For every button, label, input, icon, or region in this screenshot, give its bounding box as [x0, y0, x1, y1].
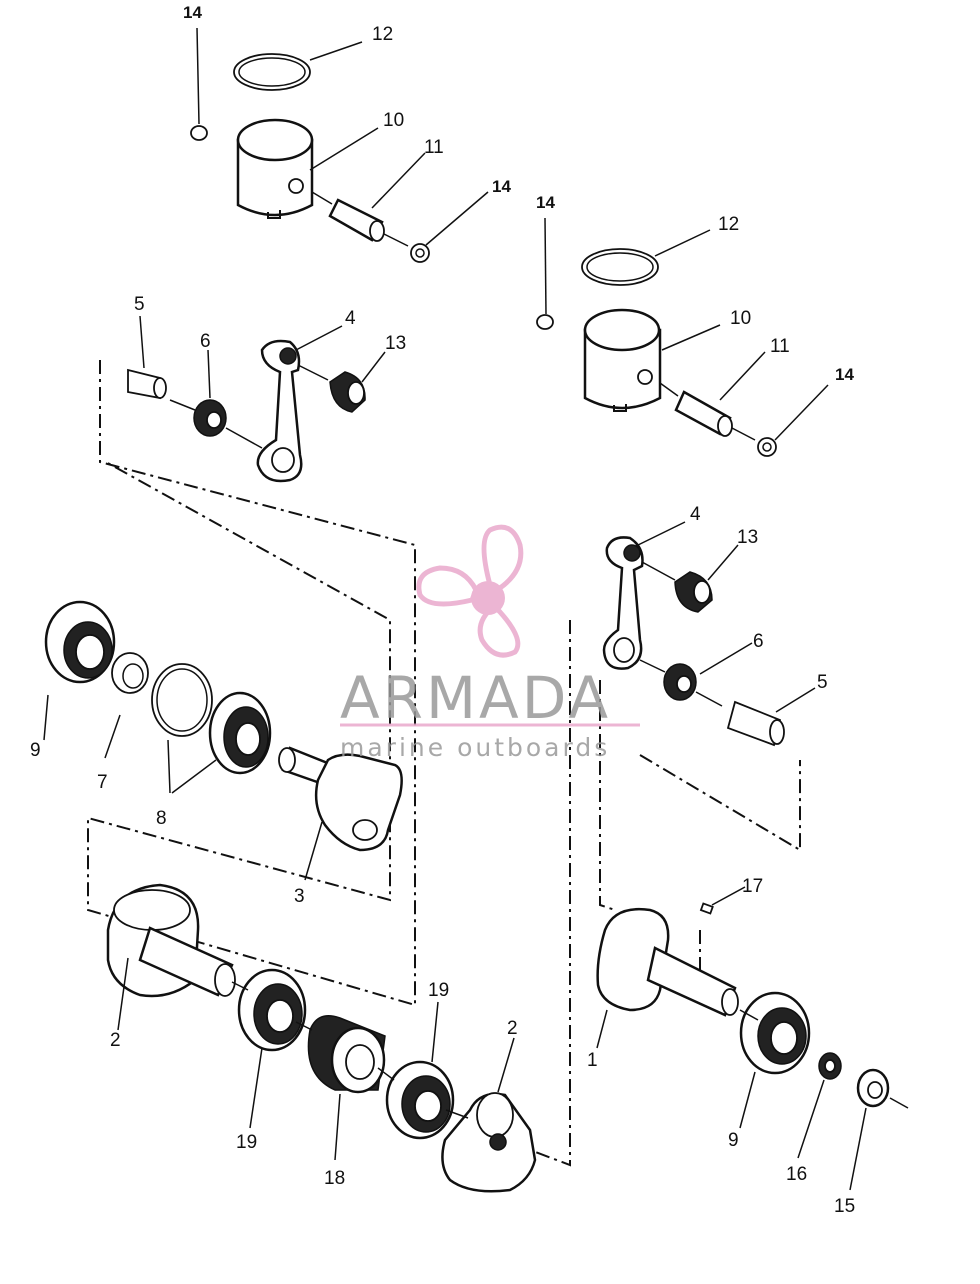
callout-5: 5	[817, 672, 828, 693]
needle-bearing-right	[639, 659, 723, 707]
piston-ring-right	[581, 248, 659, 286]
callout-7: 7	[97, 772, 108, 793]
callout-3: 3	[294, 886, 305, 907]
callout-6: 6	[200, 331, 211, 352]
guide-line	[231, 981, 249, 991]
callout-9: 9	[30, 740, 41, 761]
watermark: ARMADA marine outboards	[340, 524, 640, 762]
crank-half-2-left	[106, 883, 236, 998]
callout-14: 14	[183, 3, 202, 22]
callout-1: 1	[587, 1050, 598, 1071]
crank-half-2-right	[441, 1092, 537, 1193]
callout-16: 16	[786, 1164, 807, 1185]
ball-bearing-9-right	[739, 991, 811, 1075]
ball-bearing-9-left	[44, 600, 116, 684]
callout-19: 19	[236, 1132, 257, 1153]
circlip-upper-right	[410, 243, 430, 263]
callout-15: 15	[834, 1196, 855, 1217]
callout-numbers: 14 12 10 11 14 14 12 10 11 14 5 6 4 13 4…	[30, 3, 855, 1217]
callout-5: 5	[134, 294, 145, 315]
crank-half-1	[596, 907, 739, 1017]
callout-14: 14	[835, 365, 854, 384]
crank-half-3	[278, 746, 403, 852]
callout-2: 2	[507, 1018, 518, 1039]
circlip-right-left	[536, 314, 554, 330]
guide-line	[445, 1109, 469, 1119]
watermark-tagline: marine outboards	[340, 733, 610, 762]
guide-line	[225, 427, 263, 449]
key-17	[699, 902, 714, 915]
seal-7	[111, 652, 149, 694]
callout-11: 11	[424, 137, 444, 158]
connecting-rod-right	[602, 536, 644, 670]
callout-14: 14	[492, 177, 511, 196]
bearing-18	[307, 1015, 386, 1094]
guide-line	[295, 1021, 313, 1031]
watermark-brand: ARMADA	[340, 664, 611, 732]
piston-pin-upper	[311, 191, 409, 247]
snap-ring-8	[151, 663, 213, 737]
ball-bearing-19-left	[237, 968, 307, 1052]
callout-10: 10	[383, 110, 404, 131]
ball-bearing-8	[208, 691, 272, 775]
crank-pin-right	[726, 700, 785, 747]
callout-2: 2	[110, 1030, 121, 1051]
callout-9: 9	[728, 1130, 739, 1151]
callout-6: 6	[753, 631, 764, 652]
callout-12: 12	[372, 24, 393, 45]
callout-13: 13	[737, 527, 758, 548]
connecting-rod-upper	[256, 339, 303, 483]
callout-10: 10	[730, 308, 751, 329]
alignment-lines	[87, 360, 801, 1167]
guide-line	[169, 399, 196, 411]
callout-19: 19	[428, 980, 449, 1001]
small-end-bearing-upper	[297, 364, 366, 413]
callout-17: 17	[742, 876, 763, 897]
callout-4: 4	[345, 308, 356, 329]
needle-bearing-upper	[193, 399, 227, 437]
callout-8: 8	[156, 808, 167, 829]
guide-line	[377, 1067, 395, 1081]
leader-lines	[43, 27, 867, 1191]
ball-bearing-19-right	[385, 1060, 455, 1140]
piston-ring-upper	[233, 53, 311, 91]
callout-12: 12	[718, 214, 739, 235]
callout-13: 13	[385, 333, 406, 354]
circlip-right-right	[757, 437, 777, 457]
circlip-upper-left	[190, 125, 208, 141]
crank-pin-upper	[127, 368, 167, 400]
callout-14: 14	[536, 193, 555, 212]
piston-pin-right	[659, 382, 756, 441]
seal-16	[818, 1052, 842, 1080]
propeller-logo-icon	[416, 524, 524, 658]
piston-right	[583, 308, 662, 412]
callout-18: 18	[324, 1168, 345, 1189]
piston-upper	[236, 118, 314, 219]
washer-15	[856, 1068, 909, 1109]
small-end-bearing-right	[641, 561, 713, 613]
callout-4: 4	[690, 504, 701, 525]
callout-11: 11	[770, 336, 790, 357]
